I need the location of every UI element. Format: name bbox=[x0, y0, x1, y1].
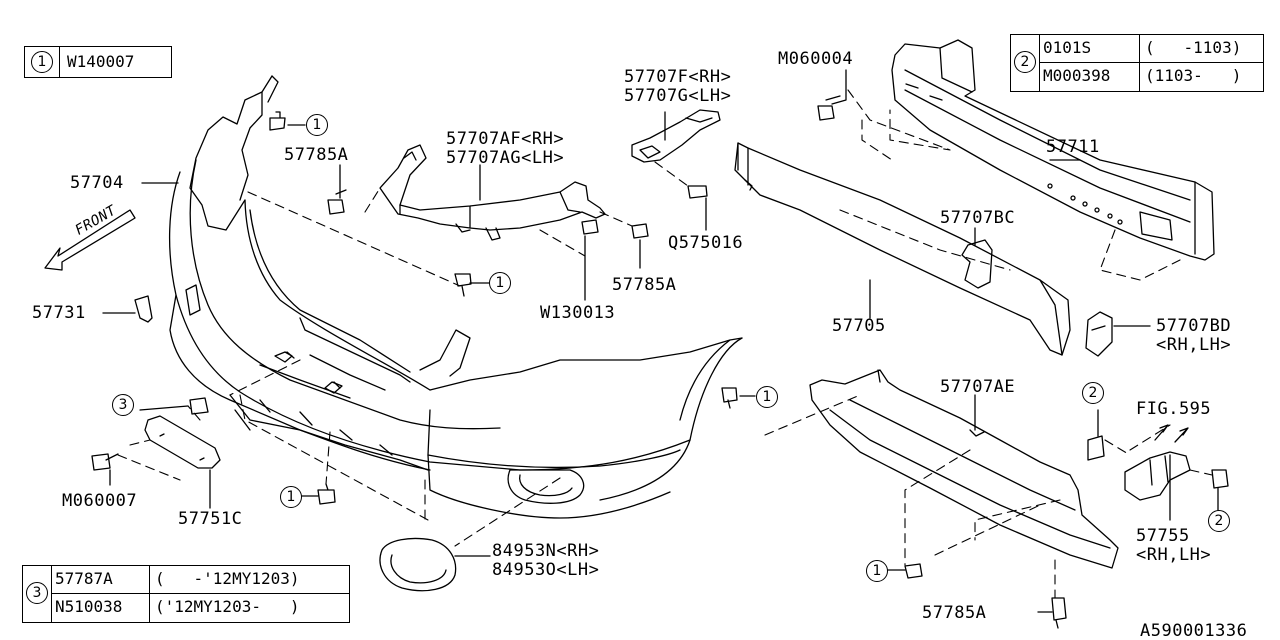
marker-2-upper: 2 bbox=[1082, 382, 1104, 404]
callout-m060007: M060007 bbox=[62, 491, 138, 511]
marker-1-lower-beam: 1 bbox=[866, 560, 888, 582]
callout-57731: 57731 bbox=[32, 303, 86, 323]
callout-57707bd: 57707BD <RH,LH> bbox=[1156, 316, 1232, 355]
fasteners-drawing bbox=[91, 95, 1229, 629]
callout-57755: 57755 <RH,LH> bbox=[1136, 526, 1212, 565]
marker-1-top: 1 bbox=[306, 114, 328, 136]
callout-57711: 57711 bbox=[1046, 137, 1100, 157]
ref-table-3-part-2: N510038 bbox=[55, 597, 123, 616]
callout-57707ae: 57707AE bbox=[940, 377, 1016, 397]
clip-57707bd-drawing bbox=[1085, 311, 1113, 357]
lower-beam-drawing bbox=[809, 369, 1119, 569]
leader-lines bbox=[102, 69, 1219, 613]
garnish-57751c-drawing bbox=[144, 415, 221, 469]
callout-57785a-top: 57785A bbox=[284, 145, 349, 165]
callout-57785a-bot: 57785A bbox=[922, 603, 987, 623]
callout-84953n: 84953N<RH> 84953O<LH> bbox=[492, 541, 600, 580]
reinforcement-drawing bbox=[891, 39, 1215, 261]
callout-57785a-mid: 57785A bbox=[612, 275, 677, 295]
callout-57705: 57705 bbox=[832, 316, 886, 336]
ref-table-2-part-1: 0101S bbox=[1043, 38, 1092, 57]
callout-m060004: M060004 bbox=[778, 49, 854, 69]
ref-table-1-marker: 1 bbox=[31, 51, 53, 73]
ref-table-2-range-1: ( -1103) bbox=[1145, 38, 1242, 57]
dashed-lines bbox=[117, 89, 1213, 599]
callout-57707f: 57707F<RH> 57707G<LH> bbox=[624, 67, 732, 106]
callout-57707bc: 57707BC bbox=[940, 208, 1016, 228]
ref-table-1: 1 W140007 bbox=[24, 46, 172, 78]
callout-57751c: 57751C bbox=[178, 509, 243, 529]
ref-table-3-range-1: ( -'12MY1203) bbox=[155, 569, 300, 588]
bumper-cover-drawing bbox=[134, 75, 743, 519]
upper-bracket-drawing bbox=[379, 144, 606, 241]
diagram-code: A590001336 bbox=[1140, 621, 1248, 640]
callout-w130013: W130013 bbox=[540, 303, 616, 323]
ref-table-2-range-2: (1103- ) bbox=[1145, 66, 1242, 85]
front-arrow-icon bbox=[44, 209, 136, 271]
marker-1-right: 1 bbox=[756, 386, 778, 408]
ref-table-3-marker: 3 bbox=[26, 582, 48, 604]
stay-57755-drawing bbox=[1124, 451, 1191, 501]
marker-1-center: 1 bbox=[489, 272, 511, 294]
fog-cover-drawing bbox=[379, 537, 457, 592]
marker-1-bottom: 1 bbox=[280, 486, 302, 508]
callout-57704: 57704 bbox=[70, 173, 124, 193]
ref-table-2-marker: 2 bbox=[1014, 51, 1036, 73]
ref-table-3-part-1: 57787A bbox=[55, 569, 113, 588]
ref-table-2-part-2: M000398 bbox=[1043, 66, 1111, 85]
side-bracket-drawing bbox=[631, 109, 721, 163]
callout-q575016: Q575016 bbox=[668, 233, 744, 253]
clip-57707bc-drawing bbox=[961, 239, 993, 289]
ref-table-2: 2 0101S ( -1103) M000398 (1103- ) bbox=[1010, 34, 1264, 92]
marker-3-garnish: 3 bbox=[112, 394, 134, 416]
ref-table-3: 3 57787A ( -'12MY1203) N510038 ('12MY120… bbox=[22, 565, 350, 623]
fig-arrow-icon bbox=[1154, 424, 1169, 441]
fig-arrow-icon-2 bbox=[1174, 427, 1189, 443]
marker-2-lower: 2 bbox=[1208, 510, 1230, 532]
callout-57707af: 57707AF<RH> 57707AG<LH> bbox=[446, 129, 565, 168]
callout-fig595: FIG.595 bbox=[1136, 399, 1212, 419]
ref-table-3-range-2: ('12MY1203- ) bbox=[155, 597, 300, 616]
absorber-drawing bbox=[734, 142, 1071, 356]
ref-table-1-part: W140007 bbox=[67, 52, 135, 71]
